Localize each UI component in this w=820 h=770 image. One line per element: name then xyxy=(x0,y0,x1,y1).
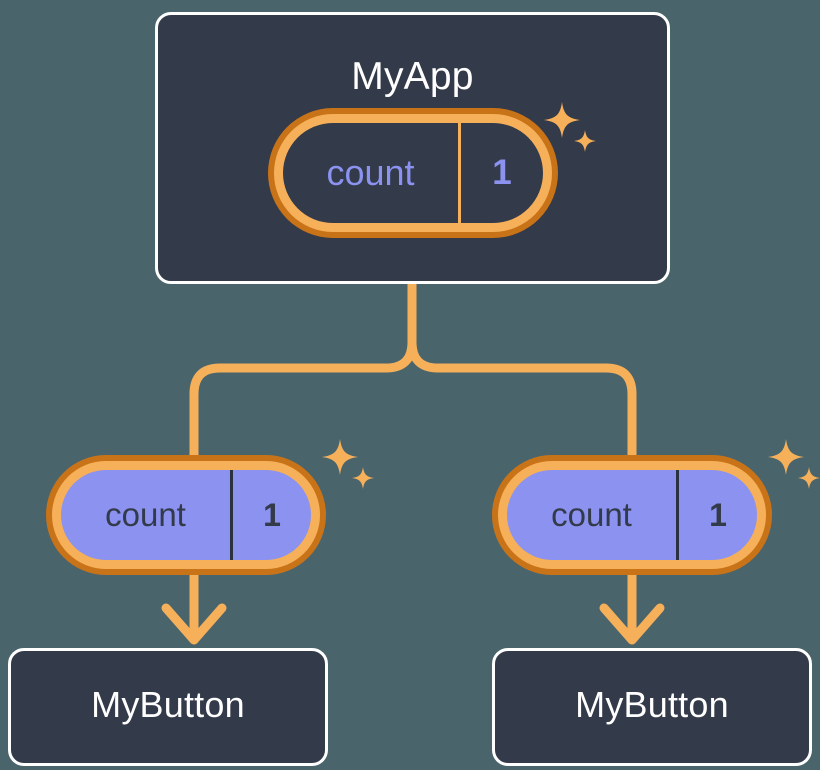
state-pill-band: count 1 xyxy=(52,461,320,569)
state-value-label: 1 xyxy=(263,496,281,533)
state-value-label: 1 xyxy=(709,496,727,533)
page-title: MyApp xyxy=(351,55,474,98)
state-key-label: count xyxy=(283,123,461,223)
connector-branch-right xyxy=(407,337,637,460)
state-value-label: 1 xyxy=(492,153,512,192)
state-pill-inner: count 1 xyxy=(283,123,543,223)
component-title: MyButton xyxy=(91,684,245,725)
state-pill-myapp[interactable]: count 1 xyxy=(268,108,558,238)
state-pill-child-left[interactable]: count 1 xyxy=(46,455,326,575)
state-pill-child-right[interactable]: count 1 xyxy=(492,455,772,575)
arrow-down-icon-left xyxy=(161,603,227,645)
state-pill-band: count 1 xyxy=(498,461,766,569)
arrow-down-icon-right xyxy=(599,603,665,645)
component-card-mybutton-left[interactable]: MyButton xyxy=(8,648,328,766)
connector-trunk xyxy=(189,279,417,460)
state-key-label: count xyxy=(507,470,679,560)
state-pill-inner: count 1 xyxy=(61,470,311,560)
component-title: MyButton xyxy=(575,684,729,725)
state-pill-band: count 1 xyxy=(274,114,552,232)
component-card-mybutton-right[interactable]: MyButton xyxy=(492,648,812,766)
state-pill-inner: count 1 xyxy=(507,470,757,560)
state-key-label: count xyxy=(61,470,233,560)
